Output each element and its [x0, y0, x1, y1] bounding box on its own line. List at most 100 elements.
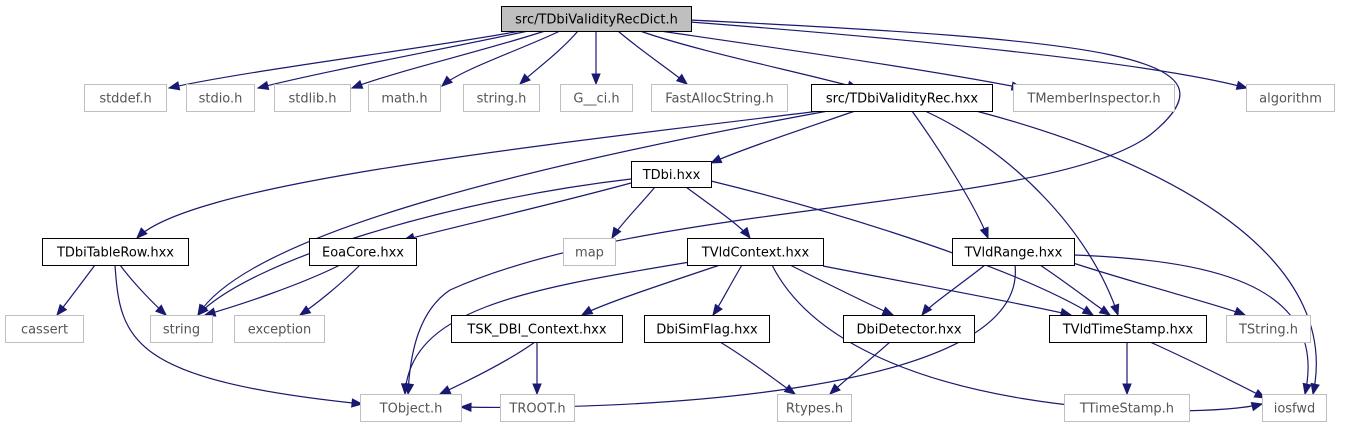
edge-validityrec-to-timestamp — [924, 110, 1120, 317]
edge-arrowhead — [459, 402, 472, 412]
node-rtypes: Rtypes.h — [777, 394, 852, 422]
edge-line — [689, 21, 1248, 89]
node-label: iosfwd — [1274, 402, 1316, 417]
edge-line — [581, 264, 721, 316]
node-box — [234, 315, 325, 343]
edge-line — [685, 186, 751, 239]
node-box — [500, 394, 575, 422]
edge-arrowhead — [351, 398, 364, 408]
node-label: TVldRange.hxx — [964, 246, 1063, 261]
edge-arrowhead — [438, 385, 452, 395]
edge-line — [299, 264, 361, 316]
node-box — [84, 84, 167, 112]
node-label: stddef.h — [99, 92, 151, 107]
edge-line — [659, 30, 1023, 89]
edges-layer — [56, 19, 1320, 412]
edge-line — [439, 341, 536, 395]
node-stringh: string.h — [463, 84, 540, 112]
edge-line — [407, 19, 1181, 395]
node-fastalloc: FastAllocString.h — [651, 84, 788, 112]
node-box — [644, 315, 770, 343]
node-box — [368, 84, 441, 112]
node-vldcontext[interactable]: TVldContext.hxx — [687, 238, 824, 266]
edge-vldcontext-to-detector — [789, 264, 895, 316]
node-box — [463, 84, 540, 112]
edge-detector-to-rtypes — [829, 341, 891, 395]
node-eoacore[interactable]: EoaCore.hxx — [309, 238, 417, 266]
edge-arrowhead — [1250, 402, 1264, 412]
node-label: TMemberInspector.h — [1026, 92, 1160, 107]
node-box — [811, 84, 993, 112]
edge-tdbi-to-map — [611, 186, 656, 240]
node-stddef: stddef.h — [84, 84, 167, 112]
node-box — [274, 84, 351, 112]
node-validityrec[interactable]: src/TDbiValidityRec.hxx — [811, 84, 993, 112]
node-box — [1064, 394, 1190, 422]
node-label: DbiSimFlag.hxx — [656, 323, 758, 338]
node-label: Rtypes.h — [786, 402, 843, 417]
node-stdlib: stdlib.h — [274, 84, 351, 112]
edge-arrowhead — [532, 383, 542, 396]
node-gci: G__ci.h — [560, 84, 633, 112]
edge-vldcontext-to-simflag — [712, 264, 743, 317]
node-detector[interactable]: DbiDetector.hxx — [843, 315, 975, 343]
edge-timestamp-to-ttimestamp — [1122, 342, 1132, 396]
node-box — [651, 84, 788, 112]
edge-root-to-tmember — [659, 30, 1024, 91]
edge-arrowhead — [783, 384, 797, 395]
edge-tablerow-to-string — [119, 264, 167, 316]
node-label: FastAllocString.h — [665, 92, 774, 107]
edge-validityrec-to-iosfwd — [975, 110, 1320, 396]
edge-line — [710, 110, 856, 164]
edge-arrowhead — [167, 81, 181, 91]
edge-arrowhead — [1233, 306, 1247, 316]
edge-simflag-to-rtypes — [719, 341, 797, 395]
edge-line — [975, 110, 1317, 395]
edge-arrowhead — [1310, 382, 1320, 396]
edge-line — [789, 264, 894, 316]
edge-arrowhead — [519, 73, 531, 85]
node-exception: exception — [234, 315, 325, 343]
node-vldrange[interactable]: TVldRange.hxx — [952, 238, 1075, 266]
node-tdbi[interactable]: TDbi.hxx — [631, 161, 712, 188]
edge-arrowhead — [712, 303, 723, 317]
edge-line — [403, 182, 632, 241]
node-box — [309, 238, 417, 266]
edge-tablerow-to-cassert — [56, 264, 96, 317]
edge-tskdbi-to-troot — [532, 342, 542, 396]
node-tablerow[interactable]: TDbiTableRow.hxx — [42, 238, 189, 266]
node-simflag[interactable]: DbiSimFlag.hxx — [644, 315, 770, 343]
node-box — [563, 238, 616, 266]
node-box — [1049, 315, 1207, 343]
node-box — [5, 315, 84, 343]
node-box — [451, 315, 623, 343]
edge-line — [441, 30, 561, 87]
node-iosfwd: iosfwd — [1262, 394, 1327, 422]
edge-line — [822, 265, 1072, 316]
edge-arrowhead — [155, 304, 167, 316]
node-box — [560, 84, 633, 112]
edge-arrowhead — [256, 80, 270, 91]
edge-line — [168, 30, 521, 89]
edge-vldrange-to-iosfwd — [1073, 254, 1312, 396]
edge-arrowhead — [400, 383, 411, 396]
edge-arrowhead — [136, 227, 148, 239]
node-label: TTimeStamp.h — [1079, 402, 1174, 417]
edge-arrowhead — [580, 305, 594, 316]
edge-tskdbi-to-tobject — [438, 341, 536, 395]
edge-arrowhead — [1122, 383, 1132, 396]
node-label: TROOT.h — [508, 402, 565, 417]
edge-line — [404, 261, 691, 395]
node-box — [360, 394, 462, 422]
node-timestamp[interactable]: TVldTimeStamp.hxx — [1049, 315, 1207, 343]
edge-tablerow-to-tobject — [114, 264, 364, 408]
node-tskdbi[interactable]: TSK_DBI_Context.hxx — [451, 315, 623, 343]
edge-tdbi-to-vldcontext — [685, 186, 751, 240]
edge-tdbi-to-timestamp — [710, 180, 1095, 316]
edge-vldcontext-to-tskdbi — [580, 264, 721, 316]
node-label: string.h — [477, 92, 527, 107]
node-label: exception — [248, 323, 312, 338]
edge-line — [114, 264, 363, 405]
node-root[interactable]: src/TDbiValidityRecDict.h — [501, 6, 692, 32]
